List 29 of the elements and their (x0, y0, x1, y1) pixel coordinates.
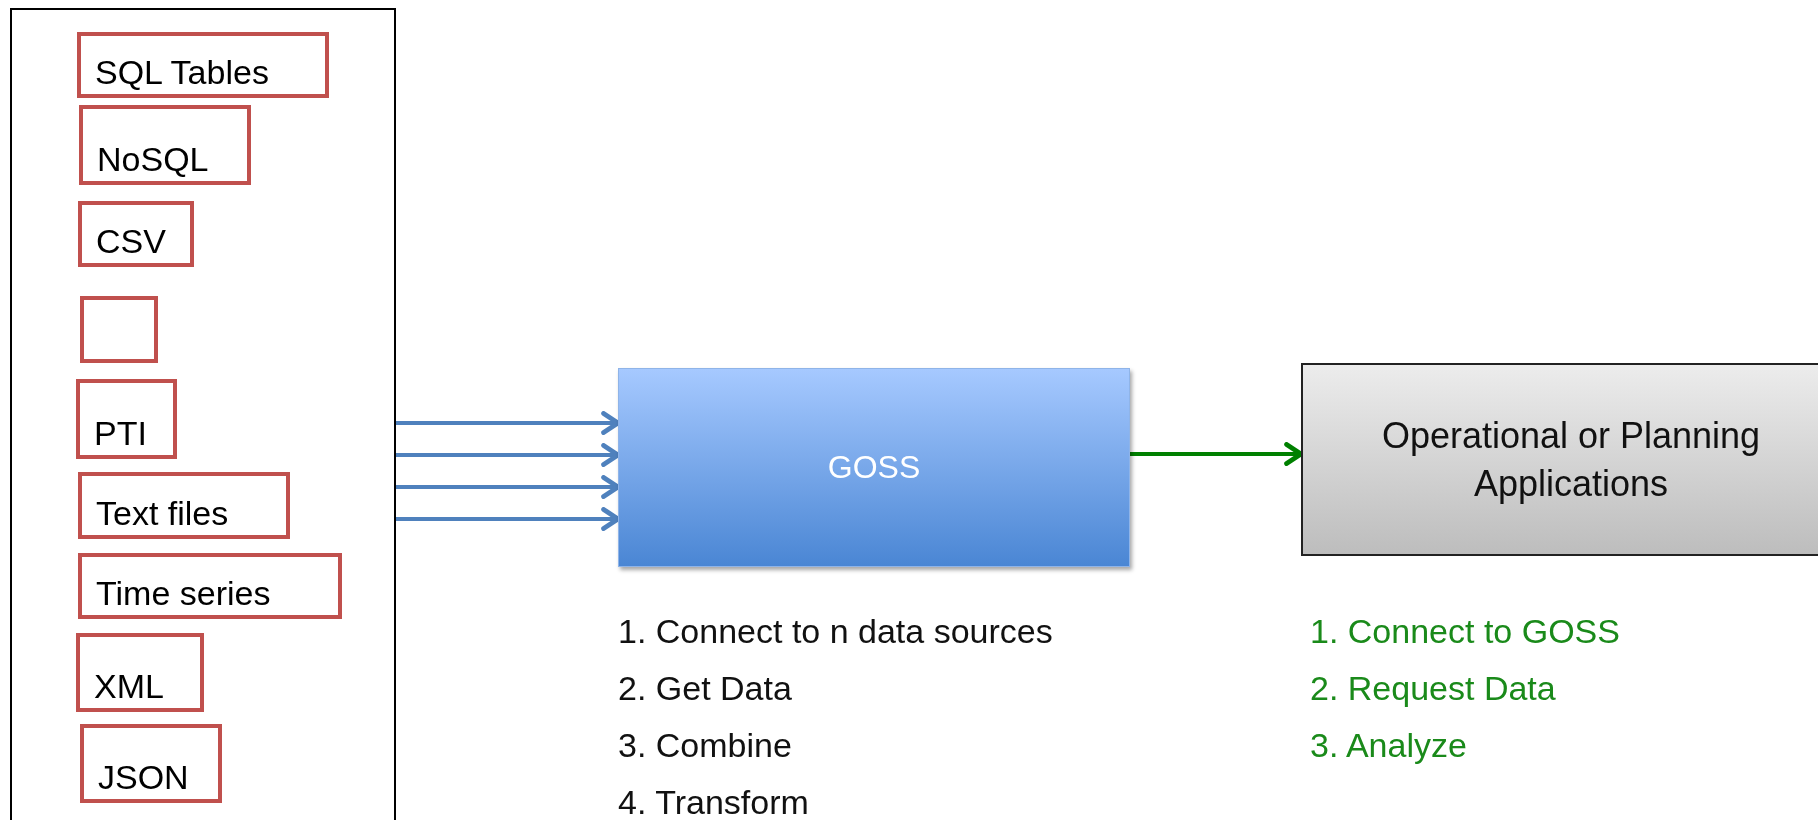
step-text: 2. Request Data (1310, 668, 1557, 709)
node-label: NoSQL (97, 140, 209, 179)
step-text: 4. Transform (618, 782, 810, 820)
source-box (76, 633, 204, 712)
source-panel (10, 8, 396, 820)
node-label: PTI (94, 414, 147, 453)
step-text: 3. Combine (618, 725, 793, 766)
node-label: XML (94, 667, 164, 706)
step-text: 3. Analyze (1310, 725, 1468, 766)
source-box (78, 201, 194, 267)
node-label: JSON (98, 758, 189, 797)
source-box (78, 553, 342, 619)
source-box (76, 379, 177, 459)
source-box (80, 296, 158, 363)
step-text: 1. Connect to GOSS (1310, 611, 1620, 652)
step-text: 2. Get Data (618, 668, 793, 709)
node-label: Time series (96, 574, 271, 613)
application-box (1301, 363, 1818, 556)
node-label: Text files (96, 494, 229, 533)
source-box (79, 105, 251, 185)
node-label: Operational or Planning Applications (1380, 413, 1762, 506)
source-box (77, 32, 329, 98)
process-box (618, 368, 1130, 567)
node-label: SQL Tables (95, 53, 269, 92)
step-text: 1. Connect to n data sources (618, 611, 1053, 652)
source-box (80, 724, 222, 803)
node-label: GOSS (826, 448, 922, 487)
node-label: CSV (96, 222, 166, 261)
source-box (78, 472, 290, 539)
